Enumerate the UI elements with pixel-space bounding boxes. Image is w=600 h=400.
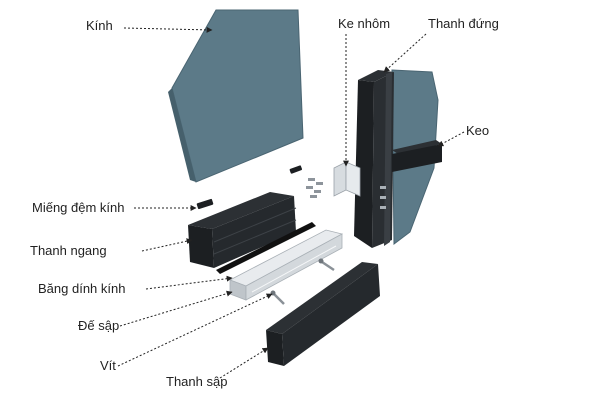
leader-de-sap (119, 290, 233, 327)
label-vit: Vít (100, 358, 116, 373)
leader-vit (117, 293, 273, 367)
label-mieng-dem-kinh: Miếng đệm kính (32, 200, 125, 215)
glass-setting-blocks (196, 165, 303, 210)
leader-bang-dinh (145, 275, 233, 290)
label-kinh: Kính (86, 18, 113, 33)
label-ke-nhom: Ke nhôm (338, 16, 391, 31)
leader-thanh-ngang (141, 238, 193, 252)
label-de-sap: Đế sập (78, 318, 120, 333)
aluminum-pressure-plate (229, 229, 344, 301)
aluminum-bracket (333, 161, 361, 197)
leader-thanh-dung (383, 33, 427, 73)
transom-stub (392, 140, 442, 172)
label-bang-dinh-kinh: Băng dính kính (38, 281, 126, 296)
horizontal-transom (188, 192, 297, 268)
label-thanh-dung: Thanh đứng (428, 16, 499, 31)
leader-kinh (123, 26, 213, 33)
mullion-screws (380, 186, 386, 209)
cover-cap (266, 262, 380, 366)
glass-panel (168, 9, 304, 183)
leader-thanh-sap (219, 347, 269, 379)
label-thanh-sap: Thanh sập (166, 374, 228, 389)
label-keo: Keo (466, 123, 490, 138)
label-thanh-ngang: Thanh ngang (30, 243, 107, 258)
leader-lines (117, 26, 465, 379)
transom-gasket (216, 222, 316, 274)
fixing-screws (270, 258, 335, 305)
leader-keo (437, 131, 465, 147)
bracket-screws (306, 178, 323, 198)
vertical-mullion (354, 70, 394, 248)
